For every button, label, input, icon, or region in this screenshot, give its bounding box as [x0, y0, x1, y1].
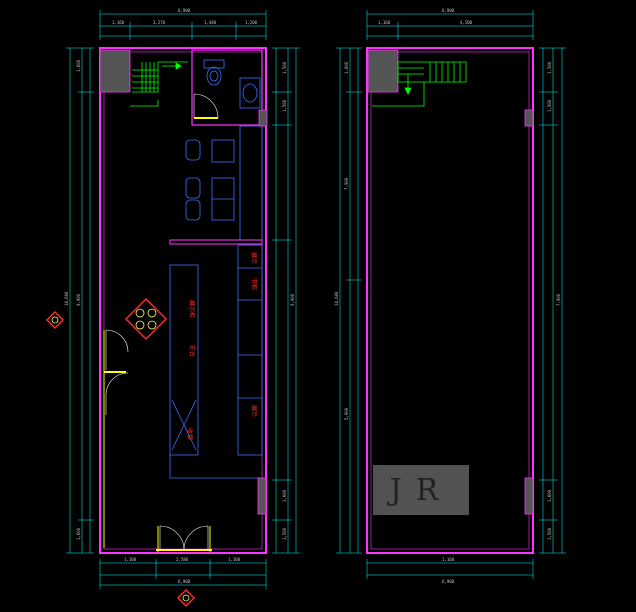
dim-left-total-right: 14,600 [334, 291, 339, 306]
toilet-fixture [203, 59, 225, 86]
label-bookcase: 书柜 [250, 278, 258, 290]
dim-left-1-right: 1,600 [344, 61, 349, 74]
label-reception: 前台 [188, 345, 196, 357]
stair-arrow-icon [404, 87, 412, 95]
dim-left-2: 9,900 [76, 293, 81, 306]
right-outer-wall [366, 47, 534, 554]
washroom-door [193, 93, 219, 119]
dim-left-3-right: 5,900 [344, 407, 349, 420]
dim-bottom-total-right: 6,900 [442, 579, 455, 584]
dim-right-1-right: 1,500 [547, 61, 552, 74]
window-2 [524, 477, 534, 515]
compass-icon [124, 297, 168, 341]
sink-fixture [239, 77, 261, 109]
watermark-text: JR [389, 472, 453, 508]
lower-column [257, 477, 267, 515]
window-1 [524, 109, 534, 127]
dim-top-3: 1,440 [204, 20, 217, 25]
label-cashier: 收银 [186, 428, 194, 440]
left-dimension-lines [66, 10, 300, 589]
dim-right-total: 9,900 [290, 293, 295, 306]
left-floor-plan: 6,900 1,160 3,270 1,440 1,200 1,160 1,16… [45, 8, 300, 608]
dim-top-1: 1,160 [112, 20, 125, 25]
label-display-1: 展示 [250, 252, 257, 264]
dim-bottom-1-right: 1,160 [442, 557, 455, 562]
washroom-wall [191, 49, 263, 126]
dim-right-2-right: 1,500 [547, 99, 552, 112]
column-left [99, 49, 131, 93]
dim-right-4-right: 1,500 [547, 527, 552, 540]
label-display-2: 展示 [250, 405, 257, 417]
stair-left [130, 61, 188, 107]
dim-top-4: 1,200 [245, 20, 258, 25]
dim-top-total: 6,900 [178, 8, 191, 13]
partition-wall [169, 239, 263, 245]
right-dimension-lines [336, 10, 566, 579]
stair-arrow-icon [175, 62, 182, 70]
dim-right-1: 1,500 [282, 61, 287, 74]
column-right [367, 49, 399, 93]
dim-bottom-2: 1,160 [228, 557, 241, 562]
dim-top-2-right: 4,500 [460, 20, 473, 25]
dim-left-3: 1,600 [76, 527, 81, 540]
dim-top-1-right: 1,160 [378, 20, 391, 25]
label-display-cabinet: 展示柜 [188, 300, 196, 318]
right-floor-plan: 6,900 1,160 4,500 1,160 6,900 14,600 1,6… [258, 8, 566, 584]
dim-left-total: 14,600 [64, 291, 69, 306]
dim-bottom-total: 6,900 [178, 579, 191, 584]
dim-top-2: 3,270 [153, 20, 166, 25]
front-counter [169, 244, 263, 479]
dim-right-4: 1,500 [282, 527, 287, 540]
waiting-area [185, 125, 263, 241]
right-inner-wall [370, 51, 530, 550]
dim-top-total-right: 6,900 [442, 8, 455, 13]
compass-icon [45, 310, 65, 330]
side-entrance-doors [105, 329, 129, 415]
left-outer-wall [99, 47, 267, 554]
dim-left-2-right: 7,900 [344, 177, 349, 190]
dim-right-total-right: 7,900 [556, 293, 561, 306]
dim-bottom-3: 2,580 [176, 557, 189, 562]
main-entrance-doors [159, 525, 209, 551]
watermark-logo: JR [373, 465, 469, 515]
dim-right-3: 1,600 [282, 489, 287, 502]
dim-bottom-1: 1,160 [124, 557, 137, 562]
dim-right-3-right: 1,600 [547, 489, 552, 502]
dim-right-2: 1,500 [282, 99, 287, 112]
compass-icon [176, 588, 196, 608]
stair-right [372, 61, 467, 107]
window-3 [258, 109, 268, 127]
dim-left-1: 1,600 [76, 59, 81, 72]
